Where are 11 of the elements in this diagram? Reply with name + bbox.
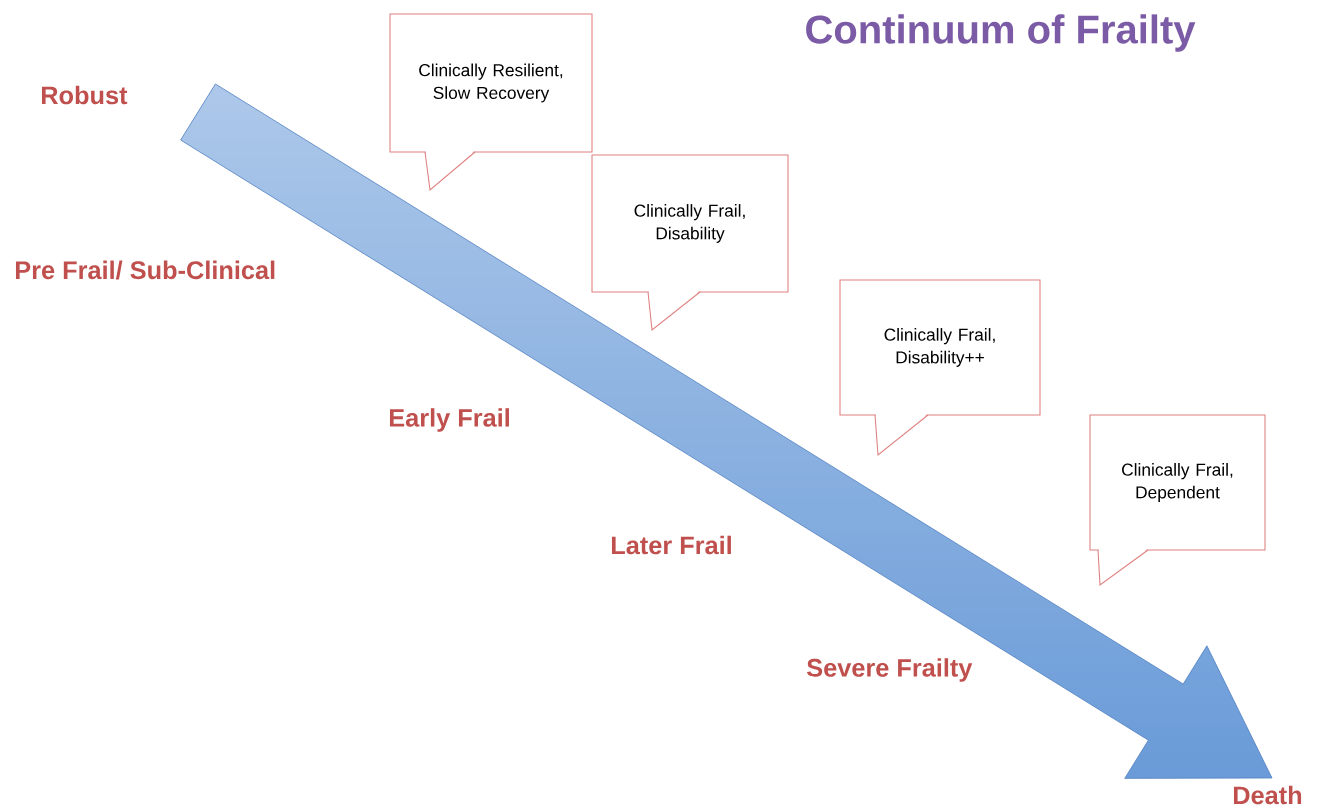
- stage-label: Severe Frailty: [807, 658, 973, 682]
- title: Continuum of Frailty: [806, 14, 1196, 52]
- callout-bubble: Clinically Frail, Disability: [591, 154, 789, 332]
- callout-bubble: Clinically Resilient, Slow Recovery: [389, 13, 593, 192]
- stage-label: Robust: [41, 85, 128, 105]
- stage-label: Death: [1233, 785, 1302, 805]
- stage-label: Pre Frail/ Sub-Clinical: [15, 260, 275, 280]
- callout-bubble: Clinically Frail, Disability++: [839, 279, 1041, 457]
- callout-bubble: Clinically Frail, Dependent: [1089, 414, 1266, 586]
- stage-label: Later Frail: [611, 535, 731, 555]
- stage-label: Early Frail: [389, 408, 509, 432]
